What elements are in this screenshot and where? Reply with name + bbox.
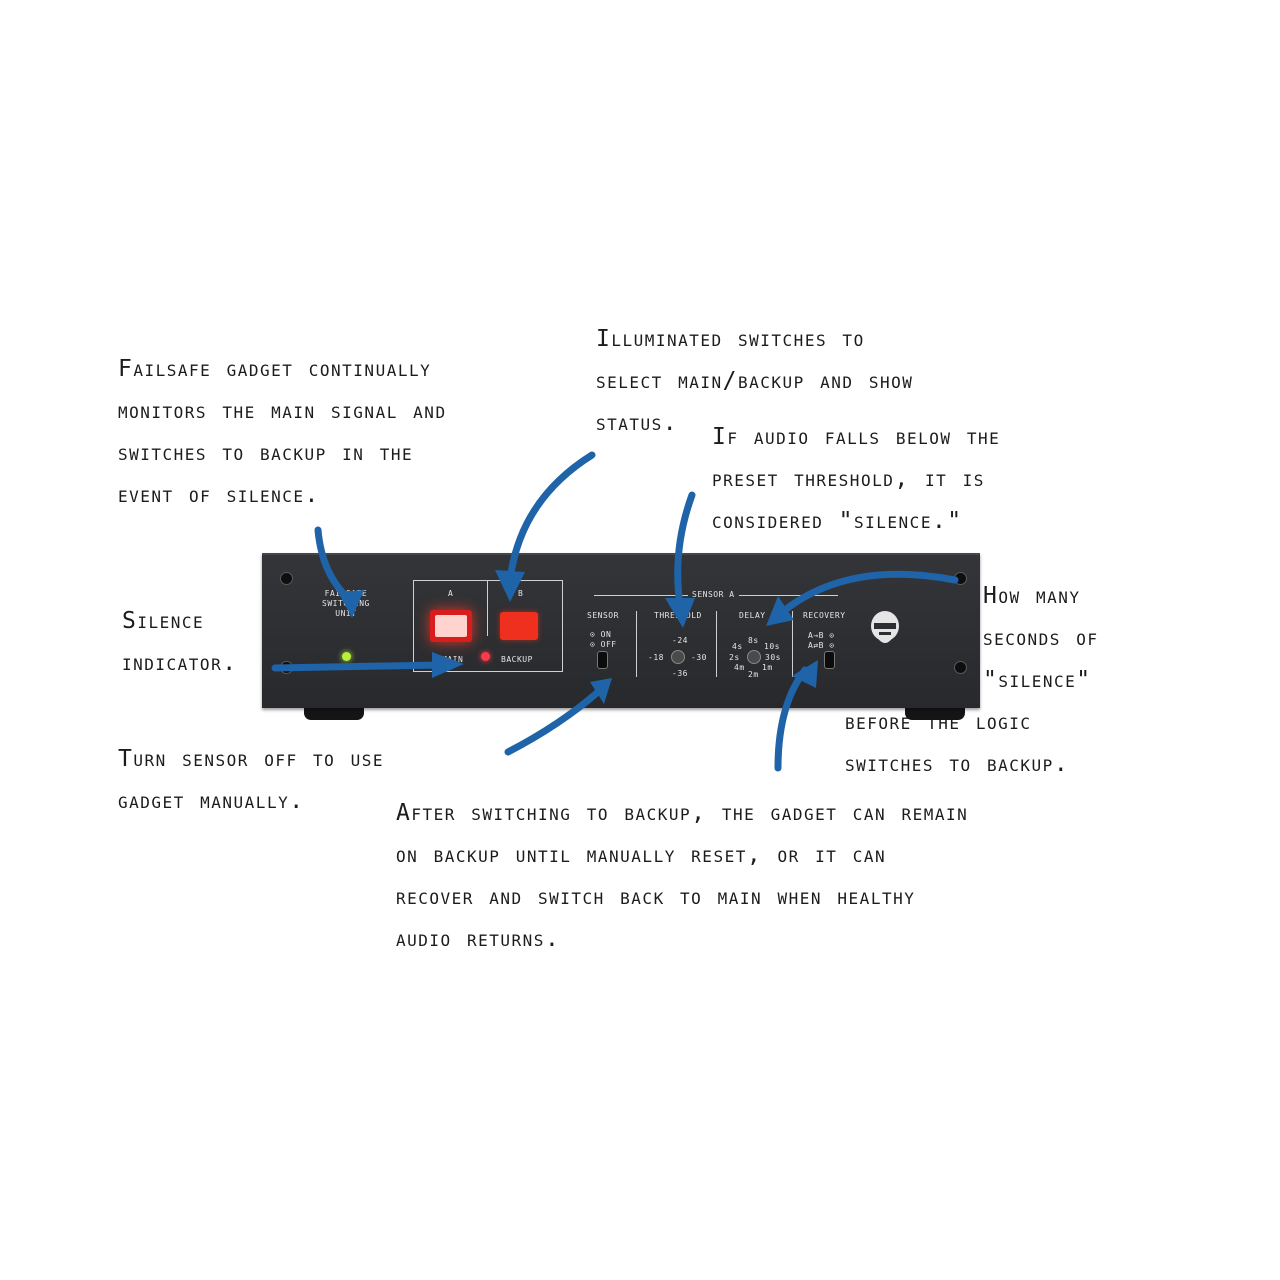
bearded-face-logo-icon [871, 611, 899, 643]
divider [716, 611, 717, 677]
delay-tick: 1m [762, 663, 773, 672]
threshold-tick: -24 [672, 636, 688, 645]
recovery-option-latch: A→B ⊙ [808, 631, 835, 640]
note-silence-indicator: Silence indicator. [122, 608, 238, 676]
switch-block-frame [413, 580, 563, 672]
screw [954, 661, 967, 674]
threshold-tick: -18 [648, 653, 664, 662]
screw [280, 572, 293, 585]
delay-tick: 2s [729, 653, 740, 662]
recovery-toggle[interactable] [824, 651, 835, 669]
threshold-tick: -36 [672, 669, 688, 678]
device-foot-right [905, 704, 965, 720]
threshold-knob[interactable] [671, 650, 685, 664]
screw [280, 661, 293, 674]
switch-a-label: A [448, 589, 454, 598]
backup-led [481, 652, 490, 661]
delay-tick: 4s [732, 642, 743, 651]
sensor-on-label: ⊙ ON [590, 630, 612, 639]
backup-label: BACKUP [501, 655, 533, 664]
brand-label: FAILSAFE SWITCHING UNIT [322, 589, 370, 618]
delay-tick: 8s [748, 636, 759, 645]
note-recovery: After switching to backup, the gadget ca… [396, 800, 969, 952]
backup-switch-b[interactable] [500, 612, 538, 640]
recovery-label: RECOVERY [803, 611, 846, 620]
sensor-off-label: ⊙ OFF [590, 640, 617, 649]
threshold-tick: -30 [691, 653, 707, 662]
failsafe-device: FAILSAFE SWITCHING UNIT A B MAIN BACKUP … [262, 553, 980, 708]
delay-tick: 30s [765, 653, 781, 662]
delay-knob[interactable] [747, 650, 761, 664]
main-label: MAIN [442, 655, 464, 664]
note-illuminated-switches: Illuminated switches to select main/back… [596, 326, 914, 436]
screw [954, 572, 967, 585]
threshold-label: THRESHOLD [654, 611, 702, 620]
divider [636, 611, 637, 677]
delay-tick: 2m [748, 670, 759, 679]
device-foot-left [304, 704, 364, 720]
note-delay: How many seconds of "silence" before the… [845, 583, 1099, 777]
delay-tick: 4m [734, 663, 745, 672]
note-threshold: If audio falls below the preset threshol… [712, 424, 1001, 534]
note-sensor-off: Turn sensor off to use gadget manually. [118, 746, 384, 814]
delay-tick: 10s [764, 642, 780, 651]
divider [792, 611, 793, 677]
silence-indicator-led [342, 652, 351, 661]
recovery-option-auto: A⇄B ⊙ [808, 641, 835, 650]
note-failsafe: Failsafe gadget continually monitors the… [118, 356, 447, 508]
sensor-toggle[interactable] [597, 651, 608, 669]
switch-b-label: B [518, 589, 524, 598]
delay-label: DELAY [739, 611, 766, 620]
sensor-label: SENSOR [587, 611, 619, 620]
main-switch-a[interactable] [430, 610, 472, 642]
switch-divider [487, 580, 488, 636]
sensor-section-label: SENSOR A [688, 590, 739, 599]
